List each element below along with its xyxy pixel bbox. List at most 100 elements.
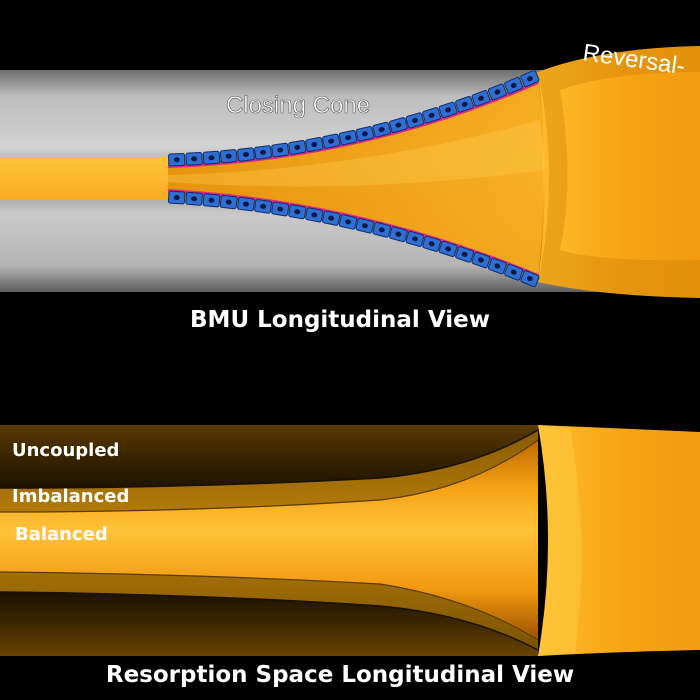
osteoblast-nucleus <box>243 151 249 158</box>
osteoblast-cell <box>305 207 324 223</box>
osteoblast-cell <box>455 246 475 263</box>
osteoblast-cell <box>520 270 540 288</box>
osteoblast-cell <box>168 152 186 167</box>
osteoblast-nucleus <box>494 89 501 95</box>
osteoblast-nucleus <box>526 76 533 82</box>
closing-cone-lumen <box>168 72 543 282</box>
uncoupled-boundary-bottom <box>0 591 539 651</box>
osteoblast-nucleus <box>428 241 435 247</box>
uncoupled-band-top <box>0 425 538 488</box>
uncoupled-band-bottom <box>0 592 538 656</box>
osteoblast-cell <box>254 199 273 214</box>
osteoblast-cell <box>237 196 255 212</box>
osteoblast-nucleus <box>428 112 435 118</box>
osteoblast-cell <box>372 221 392 238</box>
osteoblast-cell <box>372 121 392 138</box>
osteoblast-nucleus <box>494 263 501 269</box>
osteoblast-nucleus <box>412 117 418 123</box>
osteoblast-nucleus <box>311 141 318 148</box>
osteoblast-cell <box>355 126 375 142</box>
osteoblast-nucleus <box>378 227 385 233</box>
osteoblast-cell <box>389 117 408 134</box>
osteoblast-nucleus <box>412 236 418 242</box>
osteoblast-cell <box>520 70 540 88</box>
closing-cone-label: Closing Cone <box>226 92 370 119</box>
osteoblast-nucleus <box>345 135 352 141</box>
osteoblast-nucleus <box>526 276 533 282</box>
osteoblast-cell <box>288 139 307 155</box>
lower-osteoblast-row <box>167 190 540 288</box>
osteoblast-cell <box>504 76 524 94</box>
osteoblast-cell <box>305 136 324 153</box>
osteoblast-cell <box>355 217 375 234</box>
osteoblast-nucleus <box>395 122 402 128</box>
osteoblast-cell <box>438 101 458 119</box>
osteoblast-cell <box>338 214 358 230</box>
osteoblast-cell <box>202 150 221 165</box>
osteoblast-nucleus <box>191 196 198 202</box>
osteoblast-nucleus <box>225 199 232 205</box>
osteoblast-nucleus <box>173 194 180 201</box>
osteoblast-nucleus <box>225 153 232 159</box>
resorption-head-shade <box>538 425 582 656</box>
osteoblast-cell <box>405 112 425 129</box>
osteoblast-nucleus <box>294 144 301 150</box>
osteoblast-cell <box>338 129 358 146</box>
imbalanced-label: Imbalanced <box>12 486 129 507</box>
osteoblast-cell <box>487 83 507 101</box>
osteoblast-nucleus <box>510 269 517 275</box>
osteoblast-nucleus <box>478 95 484 101</box>
resorption-view-title: Resorption Space Longitudinal View <box>106 662 574 688</box>
osteoblast-cell <box>288 204 307 220</box>
imbalanced-boundary-top <box>0 439 539 513</box>
resorption-head <box>538 425 700 656</box>
osteoblast-cell <box>422 235 442 252</box>
osteoblast-cell <box>322 210 341 226</box>
cone-highlight <box>168 120 545 187</box>
osteoblast-nucleus <box>260 203 267 209</box>
bmu-view-title: BMU Longitudinal View <box>190 307 490 333</box>
osteoblast-cell <box>185 151 203 166</box>
osteoblast-nucleus <box>510 82 517 88</box>
imbalanced-boundary-bottom <box>0 571 539 641</box>
osteoblast-nucleus <box>361 131 368 137</box>
osteoblast-nucleus <box>395 231 402 237</box>
osteoblast-cell <box>237 147 255 162</box>
cutting-cone-head <box>538 46 700 298</box>
imbalanced-band-bottom <box>0 572 538 650</box>
osteoblast-nucleus <box>345 219 352 225</box>
osteoblast-cell <box>405 230 425 247</box>
balanced-label: Balanced <box>15 524 108 545</box>
osteoblast-nucleus <box>173 157 180 163</box>
osteoblast-nucleus <box>260 149 267 155</box>
osteoblast-nucleus <box>461 101 468 107</box>
upper-osteoblast-row <box>168 70 540 167</box>
osteoblast-cell <box>254 145 273 160</box>
uncoupled-boundary-top <box>0 429 539 489</box>
osteoblast-cell <box>219 149 238 164</box>
osteoblast-cell <box>271 201 290 217</box>
osteoblast-cell <box>219 194 238 210</box>
osteoblast-cell <box>471 89 491 107</box>
bmu-diagram: Closing Cone <box>0 46 700 298</box>
osteoblast-nucleus <box>328 138 335 144</box>
balanced-canal <box>0 440 538 640</box>
osteoblast-nucleus <box>478 257 484 263</box>
uncoupled-label: Uncoupled <box>12 440 119 461</box>
osteoblast-nucleus <box>378 127 385 133</box>
osteoblast-nucleus <box>191 156 198 162</box>
osteoblast-nucleus <box>461 251 468 257</box>
osteoblast-nucleus <box>243 201 249 207</box>
osteoblast-cell <box>455 96 475 113</box>
osteoblast-cell <box>185 191 203 206</box>
osteoblast-cell <box>438 240 458 258</box>
osteoblast-cell <box>322 133 341 149</box>
osteoblast-nucleus <box>445 107 452 113</box>
osteoblast-nucleus <box>328 215 335 221</box>
osteoblast-cell <box>167 190 186 205</box>
osteoblast-nucleus <box>277 147 284 153</box>
osteoblast-cell <box>487 257 507 275</box>
imbalanced-band-top <box>0 430 538 512</box>
osteoblast-nucleus <box>445 246 452 252</box>
